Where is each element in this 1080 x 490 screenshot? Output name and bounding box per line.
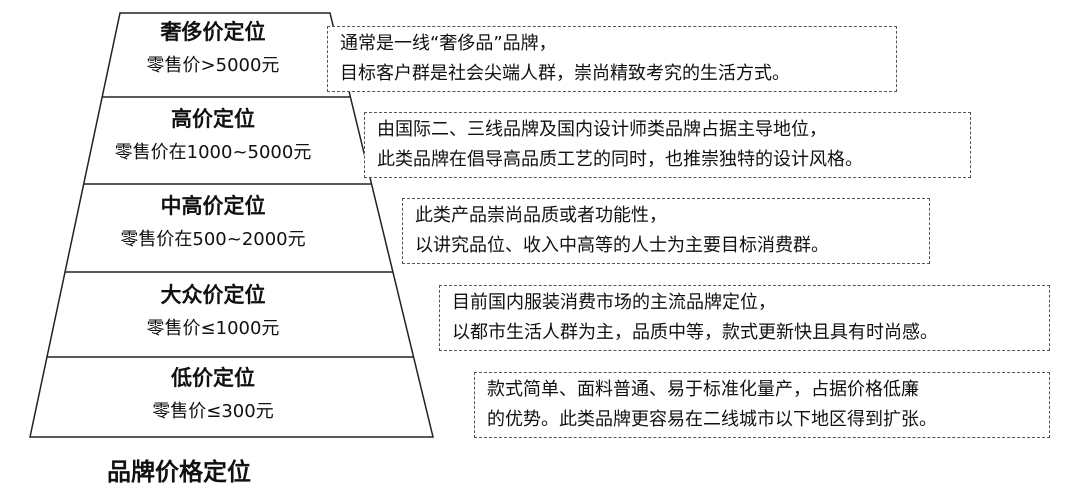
- level-title: 低价定位: [171, 366, 255, 390]
- level-price: 零售价≤1000元: [146, 318, 280, 339]
- desc-line: 以都市生活人群为主，品质中等，款式更新快且具有时尚感。: [452, 322, 938, 343]
- level-mass: 大众价定位 零售价≤1000元: [60, 280, 366, 344]
- level-price: 零售价≤300元: [152, 401, 274, 422]
- level-title: 奢侈价定位: [160, 20, 266, 44]
- desc-mid-high: 此类产品崇尚品质或者功能性， 以讲究品位、收入中高等的人士为主要目标消费群。: [402, 198, 930, 264]
- desc-line: 此类产品崇尚品质或者功能性，: [415, 205, 667, 226]
- level-luxury: 奢侈价定位 零售价>5000元: [60, 17, 366, 81]
- desc-line: 此类品牌在倡导高品质工艺的同时，也推崇独特的设计风格。: [377, 149, 863, 170]
- level-title: 大众价定位: [160, 283, 266, 307]
- pyramid-outline: [29, 12, 434, 438]
- desc-line: 通常是一线“奢侈品”品牌，: [340, 33, 557, 54]
- desc-line: 目前国内服装消费市场的主流品牌定位，: [452, 292, 776, 313]
- level-mid-high: 中高价定位 零售价在500~2000元: [60, 191, 366, 255]
- level-title: 中高价定位: [160, 194, 266, 218]
- desc-line: 由国际二、三线品牌及国内设计师类品牌占据主导地位，: [377, 119, 827, 140]
- desc-line: 以讲究品位、收入中高等的人士为主要目标消费群。: [415, 235, 829, 256]
- level-high: 高价定位 零售价在1000~5000元: [60, 104, 366, 168]
- level-price: 零售价在1000~5000元: [114, 142, 312, 163]
- price-pyramid: [29, 12, 434, 438]
- desc-high: 由国际二、三线品牌及国内设计师类品牌占据主导地位， 此类品牌在倡导高品质工艺的同…: [364, 112, 971, 178]
- desc-mass: 目前国内服装消费市场的主流品牌定位， 以都市生活人群为主，品质中等，款式更新快且…: [439, 285, 1050, 351]
- level-low: 低价定位 零售价≤300元: [60, 363, 366, 427]
- level-price: 零售价>5000元: [146, 55, 280, 76]
- desc-line: 的优势。此类品牌更容易在二线城市以下地区得到扩张。: [487, 409, 937, 430]
- desc-luxury: 通常是一线“奢侈品”品牌， 目标客户群是社会尖端人群，崇尚精致考究的生活方式。: [327, 26, 897, 92]
- level-price: 零售价在500~2000元: [120, 229, 306, 250]
- desc-low: 款式简单、面料普通、易于标准化量产，占据价格低廉 的优势。此类品牌更容易在二线城…: [474, 372, 1050, 438]
- desc-line: 款式简单、面料普通、易于标准化量产，占据价格低廉: [487, 379, 919, 400]
- diagram-caption: 品牌价格定位: [107, 458, 251, 486]
- desc-line: 目标客户群是社会尖端人群，崇尚精致考究的生活方式。: [340, 63, 790, 84]
- level-title: 高价定位: [171, 107, 255, 131]
